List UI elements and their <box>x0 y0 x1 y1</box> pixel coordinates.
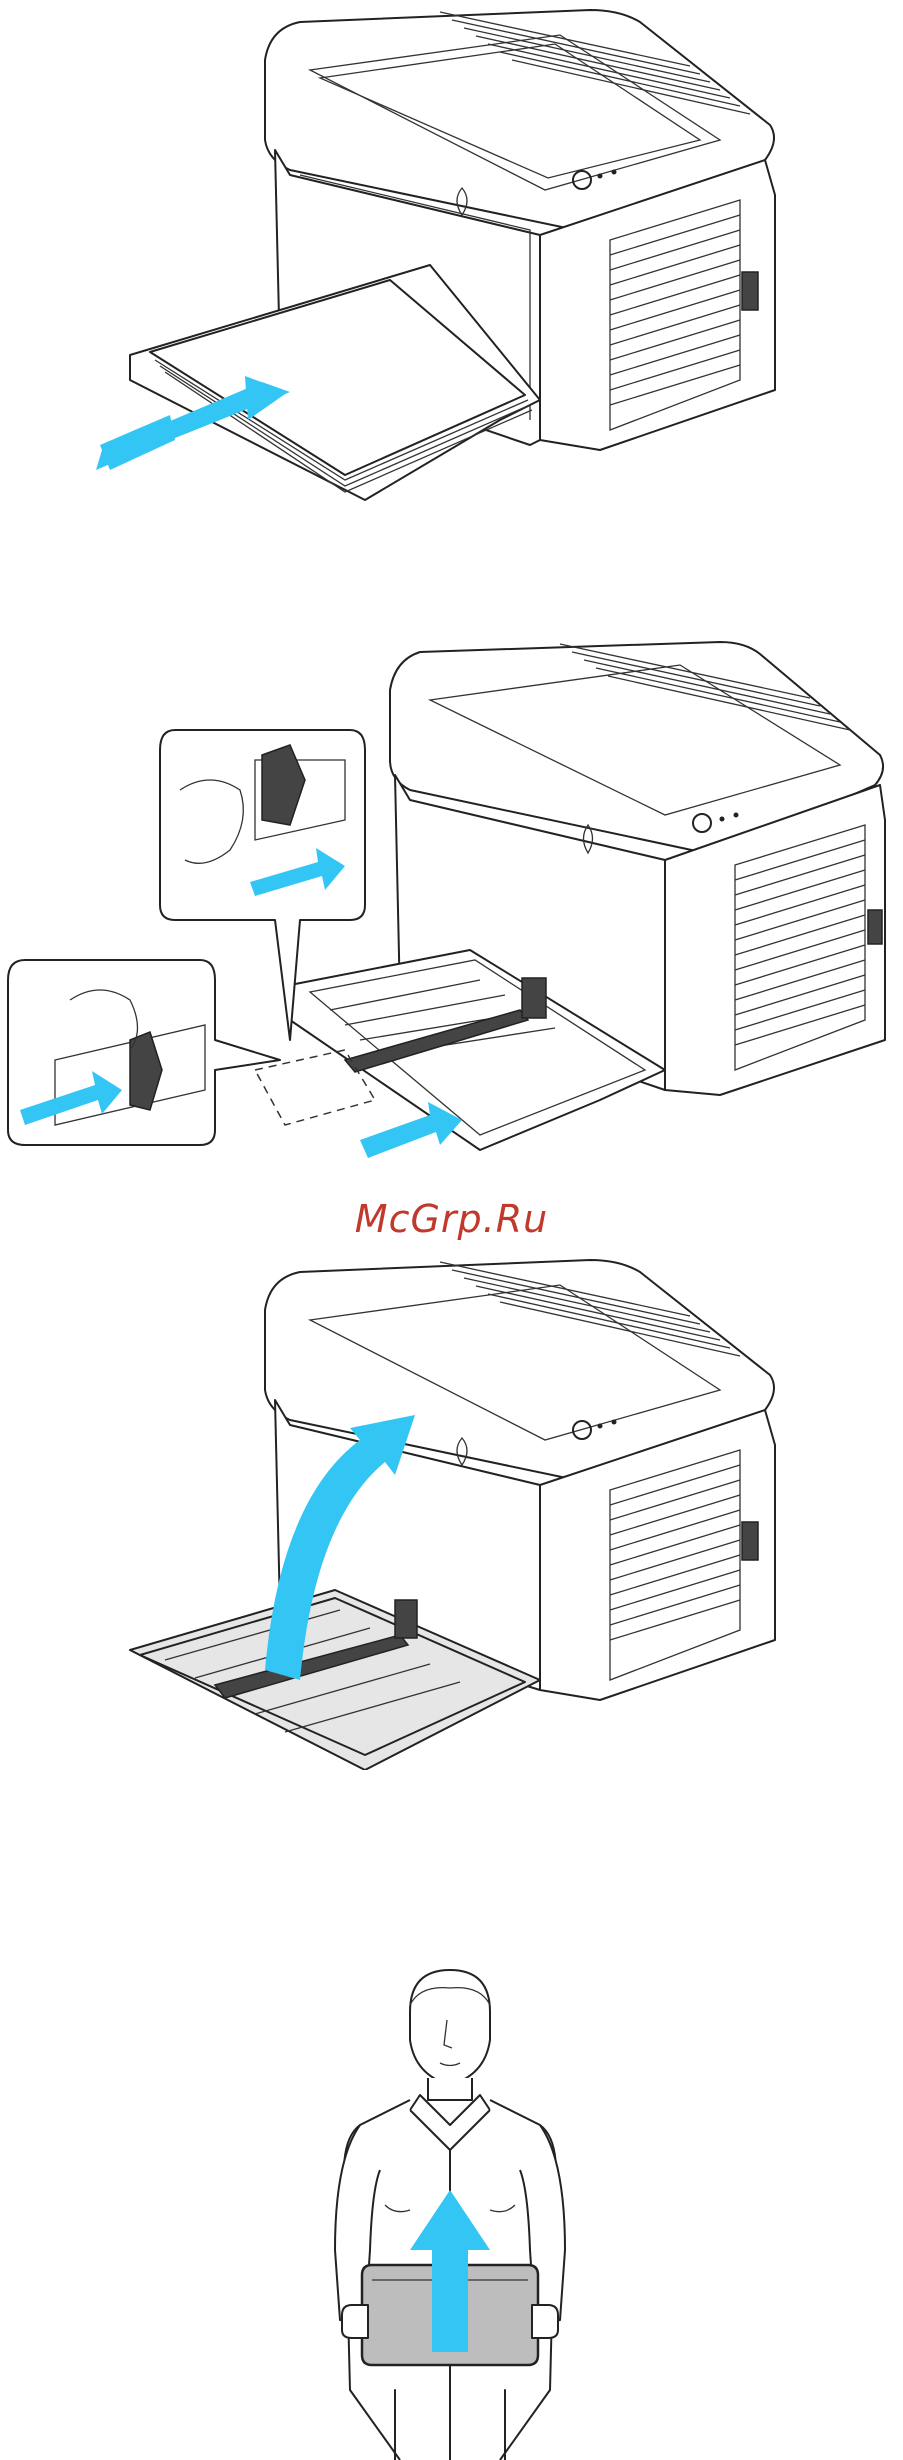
figure-extend-tray <box>0 620 903 1180</box>
watermark-text: McGrp.Ru <box>0 1197 903 1241</box>
figure-close-tray <box>0 1250 903 1770</box>
figure-lift-printer <box>0 1960 903 2460</box>
inset-bottom <box>8 960 280 1145</box>
printer-tray-pull-out-icon <box>0 0 903 520</box>
person-lifting-printer-icon <box>0 1960 903 2460</box>
printer-tray-close-icon <box>0 1250 903 1770</box>
power-switch-icon <box>742 272 758 310</box>
printer-tray-extend-icon <box>0 620 903 1180</box>
figure-pull-tray <box>0 0 903 520</box>
